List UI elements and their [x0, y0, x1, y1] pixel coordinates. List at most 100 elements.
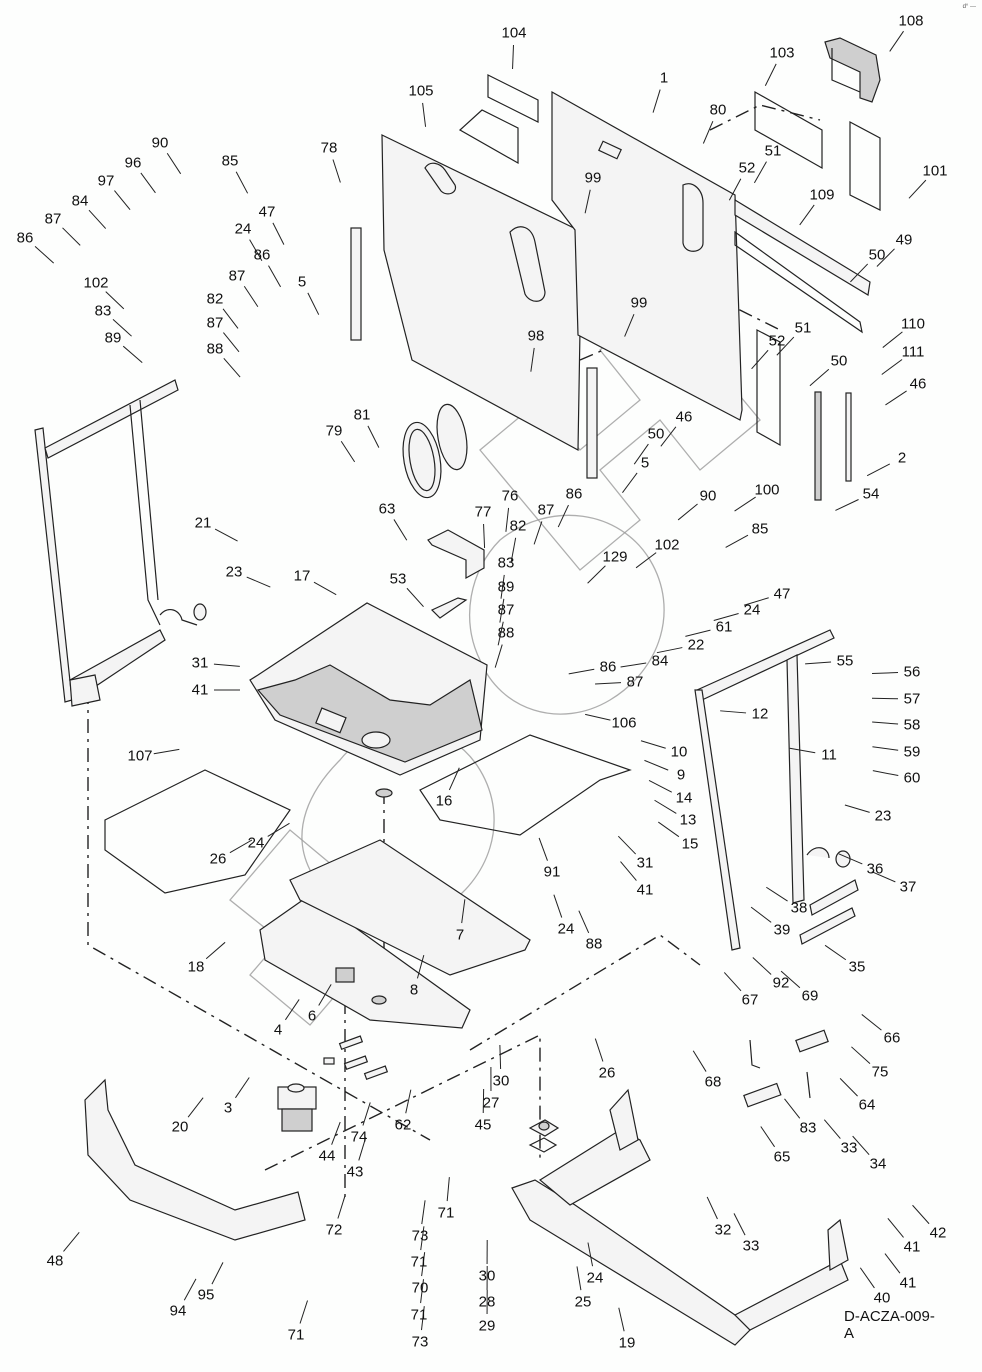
callout-24: 24	[557, 920, 575, 938]
leader-line-83	[784, 1098, 801, 1119]
leader-line-55	[805, 661, 832, 665]
leader-line-8	[416, 954, 425, 979]
mount-27	[528, 1119, 560, 1153]
leader-line-43	[358, 1137, 367, 1161]
callout-71: 71	[437, 1204, 455, 1222]
callout-18: 18	[187, 958, 205, 976]
left-frame-21	[34, 379, 179, 707]
skirt-20	[84, 1078, 306, 1241]
callout-111: 111	[901, 343, 925, 361]
handle-23a	[159, 608, 198, 626]
callout-40: 40	[873, 1289, 891, 1307]
leader-line-82	[222, 308, 239, 329]
callout-86: 86	[599, 658, 617, 676]
callout-94: 94	[169, 1302, 187, 1320]
glass-104	[487, 74, 539, 123]
leader-line-38	[766, 886, 788, 902]
leader-line-74	[362, 1102, 371, 1126]
callout-41: 41	[191, 681, 209, 699]
callout-101: 101	[922, 162, 948, 180]
leader-line-84	[620, 662, 647, 668]
leader-line-52	[751, 349, 769, 370]
callout-29: 29	[478, 1317, 496, 1335]
callout-60: 60	[903, 769, 921, 787]
leader-line-86	[557, 504, 569, 528]
leader-line-44	[331, 1121, 341, 1145]
pillar-5a	[350, 227, 362, 341]
callout-75: 75	[871, 1063, 889, 1081]
leader-line-109	[799, 204, 815, 226]
callout-88: 88	[585, 935, 603, 953]
callout-96: 96	[124, 154, 142, 172]
callout-30: 30	[478, 1267, 496, 1285]
leader-line-42	[912, 1204, 930, 1225]
leader-line-95	[211, 1262, 224, 1285]
callout-88: 88	[497, 624, 515, 642]
leader-line-87	[533, 521, 543, 545]
callout-92: 92	[772, 974, 790, 992]
leader-line-96	[140, 172, 156, 194]
callout-47: 47	[258, 203, 276, 221]
leader-line-61	[685, 629, 711, 637]
floor-plate-91	[289, 839, 531, 976]
callout-48: 48	[46, 1252, 64, 1270]
leader-line-71	[446, 1177, 450, 1202]
callout-21: 21	[194, 514, 212, 532]
callout-99: 99	[584, 169, 602, 187]
callout-105: 105	[408, 82, 434, 100]
leader-line-69	[780, 970, 801, 989]
leader-line-73	[421, 1200, 426, 1225]
leader-line-97	[114, 190, 131, 211]
callout-104: 104	[501, 24, 527, 42]
callout-71: 71	[410, 1306, 428, 1324]
callout-9: 9	[676, 766, 686, 784]
callout-19: 19	[618, 1334, 636, 1352]
leader-line-26	[594, 1038, 604, 1062]
callout-16: 16	[435, 792, 453, 810]
callout-106: 106	[611, 714, 637, 732]
leader-line-57	[871, 697, 899, 700]
callout-3: 3	[223, 1099, 233, 1117]
callout-90: 90	[699, 487, 717, 505]
callout-51: 51	[794, 319, 812, 337]
leader-line-58	[872, 721, 899, 725]
callout-98: 98	[527, 327, 545, 345]
leader-line-98	[530, 347, 535, 372]
base-frame-19	[511, 1088, 849, 1346]
callout-88: 88	[206, 340, 224, 358]
callout-50: 50	[830, 352, 848, 370]
callout-69: 69	[801, 987, 819, 1005]
callout-103: 103	[769, 44, 795, 62]
mat-107	[104, 769, 291, 894]
leader-line-76	[505, 507, 510, 532]
drawing-code: D-ACZA-009-A	[844, 1308, 935, 1342]
leader-line-86	[34, 245, 55, 264]
grommet-16	[375, 788, 393, 798]
callout-95: 95	[197, 1286, 215, 1304]
leader-line-90	[677, 503, 698, 521]
callout-42: 42	[929, 1224, 947, 1242]
leader-line-20	[187, 1097, 204, 1118]
leader-line-70	[421, 1252, 426, 1277]
callout-35: 35	[848, 958, 866, 976]
glass-105	[458, 109, 519, 165]
leader-line-19	[618, 1307, 625, 1332]
corner-mark: d° ---	[962, 4, 976, 10]
callout-70: 70	[411, 1279, 429, 1297]
leader-line-11	[789, 747, 816, 754]
callout-129: 129	[602, 548, 628, 566]
callout-38: 38	[790, 899, 808, 917]
leader-line-12	[720, 710, 747, 714]
leader-line-106	[585, 713, 611, 721]
callout-14: 14	[675, 789, 693, 807]
seal-54	[814, 391, 822, 501]
leader-line-56	[872, 672, 899, 675]
callout-76: 76	[501, 487, 519, 505]
leader-line-88	[223, 358, 241, 378]
leader-line-99	[584, 189, 591, 214]
leader-line-129	[587, 565, 606, 584]
callout-25: 25	[574, 1293, 592, 1311]
leader-line-102	[105, 291, 125, 310]
